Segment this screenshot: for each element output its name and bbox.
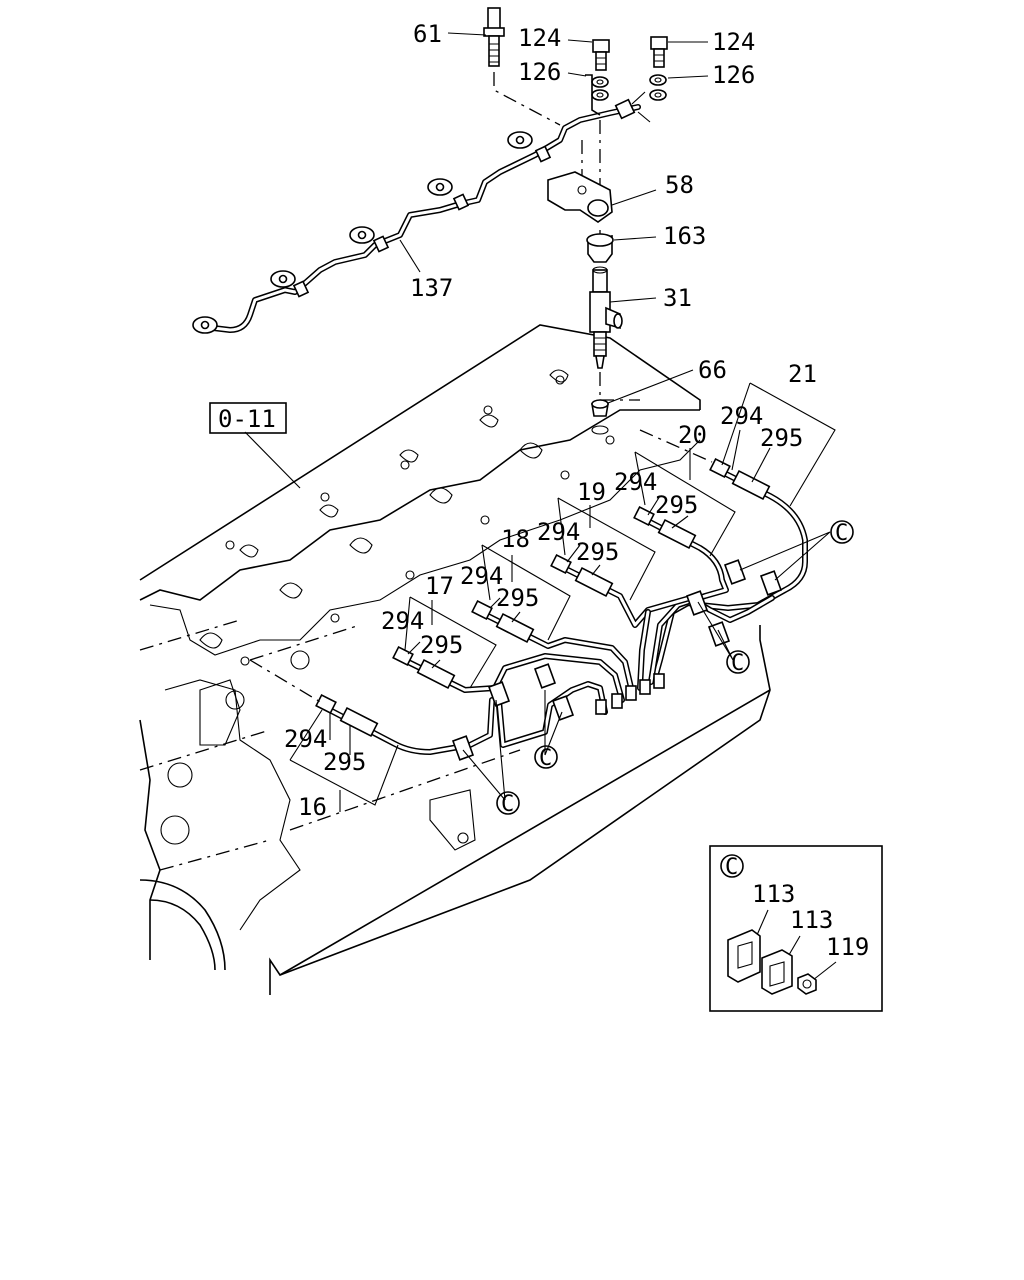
callout-294-pipe21: 294 bbox=[720, 402, 763, 430]
engine-block-outline bbox=[139, 324, 771, 995]
callout-66: 66 bbox=[698, 356, 727, 384]
callout-295-pipe16: 295 bbox=[323, 748, 366, 776]
callout-58: 58 bbox=[665, 171, 694, 199]
clip-marker-symbol: C bbox=[539, 746, 552, 771]
callout-295-pipe19: 295 bbox=[576, 538, 619, 566]
callout-295-pipe18: 295 bbox=[496, 584, 539, 612]
callout-19: 19 bbox=[577, 478, 606, 506]
callout-124-left: 124 bbox=[518, 24, 561, 52]
callout-119: 119 bbox=[826, 933, 869, 961]
callout-20: 20 bbox=[678, 421, 707, 449]
callout-137: 137 bbox=[410, 274, 453, 302]
clip-markers: C C C C bbox=[496, 520, 854, 817]
ref-box: 0-11 bbox=[209, 402, 287, 434]
clip-marker-symbol: C bbox=[501, 792, 514, 817]
inset-detail: C 113 113 119 bbox=[709, 845, 883, 1012]
callout-126-right: 126 bbox=[712, 61, 755, 89]
callout-31: 31 bbox=[663, 284, 692, 312]
callout-18: 18 bbox=[501, 525, 530, 553]
callout-163: 163 bbox=[663, 222, 706, 250]
callout-21: 21 bbox=[788, 360, 817, 388]
callout-295-pipe21: 295 bbox=[760, 424, 803, 452]
callout-294-pipe19: 294 bbox=[537, 518, 580, 546]
callout-17: 17 bbox=[425, 572, 454, 600]
leak-off-pipe bbox=[192, 91, 651, 334]
clip-marker-symbol: C bbox=[731, 651, 744, 676]
leader-lines bbox=[244, 32, 836, 812]
inset-symbol: C bbox=[725, 855, 738, 880]
clip-marker: C bbox=[830, 520, 854, 546]
callout-113-a: 113 bbox=[752, 880, 795, 908]
callouts: 61 124 124 126 126 58 163 31 137 66 21 2… bbox=[284, 20, 817, 821]
callout-113-b: 113 bbox=[790, 906, 833, 934]
callout-294-pipe18: 294 bbox=[460, 562, 503, 590]
callout-294-pipe20: 294 bbox=[614, 468, 657, 496]
callout-61: 61 bbox=[413, 20, 442, 48]
injector-stack bbox=[483, 7, 668, 435]
callout-16: 16 bbox=[298, 793, 327, 821]
callout-295-pipe17: 295 bbox=[420, 631, 463, 659]
injection-pipes bbox=[249, 429, 808, 761]
callout-126-left: 126 bbox=[518, 58, 561, 86]
pipe-18 bbox=[477, 609, 635, 695]
callout-124-right: 124 bbox=[712, 28, 755, 56]
clip-marker-symbol: C bbox=[835, 521, 848, 546]
pipe-21 bbox=[652, 467, 808, 681]
callout-294-pipe16: 294 bbox=[284, 725, 327, 753]
callout-294-pipe17: 294 bbox=[381, 607, 424, 635]
clip-marker: C bbox=[496, 791, 520, 817]
callout-295-pipe20: 295 bbox=[655, 491, 698, 519]
clip-marker: C bbox=[726, 650, 750, 676]
clip-marker: C bbox=[534, 745, 558, 771]
ref-box-label: 0-11 bbox=[218, 405, 276, 433]
